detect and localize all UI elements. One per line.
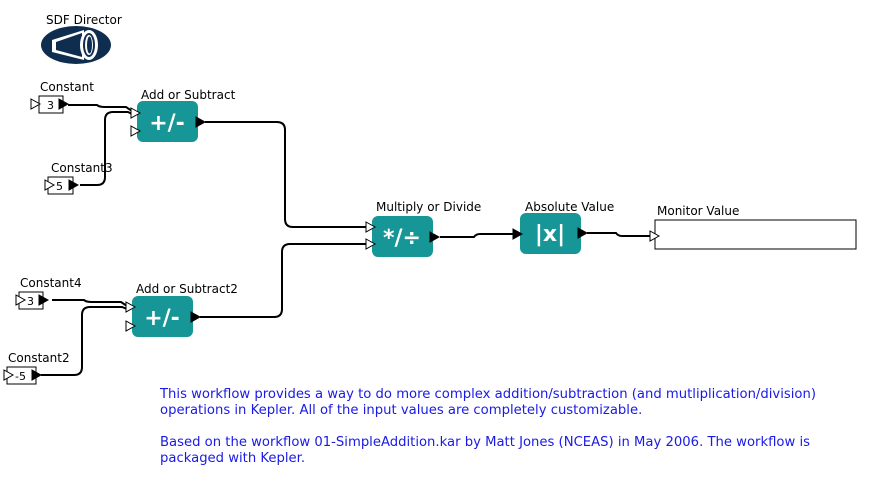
- plus-minus-icon: +/-: [149, 111, 185, 136]
- wire-multiply-to-absolute: [440, 233, 514, 238]
- add-or-subtract2-label: Add or Subtract2: [136, 282, 238, 296]
- add-or-subtract2-actor[interactable]: Add or Subtract2 +/-: [125, 282, 238, 337]
- wire-add2-to-multiply: [200, 243, 366, 318]
- constant2-value: -5: [15, 370, 26, 383]
- multiply-or-divide-label: Multiply or Divide: [376, 200, 481, 214]
- constant3-value: 5: [56, 180, 63, 193]
- absolute-value-label: Absolute Value: [525, 200, 614, 214]
- workflow-description[interactable]: This workflow provides a way to do more …: [160, 387, 860, 483]
- director-horn-icon: [41, 26, 111, 64]
- sdf-director[interactable]: SDF Director: [41, 13, 122, 64]
- constant-label: Constant: [40, 80, 94, 94]
- constant3-label: Constant3: [51, 161, 113, 175]
- add-or-subtract-actor[interactable]: Add or Subtract +/-: [130, 88, 236, 142]
- director-label: SDF Director: [46, 13, 122, 27]
- monitor-value-display: [654, 219, 857, 250]
- multiply-divide-icon: */÷: [383, 226, 421, 251]
- constant4-label: Constant4: [20, 276, 82, 290]
- constant2-actor[interactable]: Constant2 -5: [3, 351, 70, 385]
- wire-constant3-to-add: [80, 111, 133, 186]
- add2-output-port[interactable]: [190, 311, 201, 323]
- absolute-output-port[interactable]: [577, 227, 588, 239]
- wire-constant2-to-add2: [41, 306, 128, 376]
- description-paragraph-2: Based on the workflow 01-SimpleAddition.…: [160, 435, 810, 466]
- wire-constant4-to-add2: [52, 299, 128, 307]
- wire-absolute-to-monitor: [587, 232, 650, 237]
- constant-actor[interactable]: Constant 3: [30, 80, 94, 114]
- multiply-or-divide-actor[interactable]: Multiply or Divide */÷: [365, 200, 481, 257]
- absolute-value-icon: |x|: [535, 222, 565, 247]
- monitor-value-actor[interactable]: Monitor Value: [649, 204, 857, 250]
- constant-value: 3: [47, 99, 54, 112]
- wire-constant-to-add: [68, 104, 133, 112]
- wire-add-to-multiply: [205, 121, 366, 228]
- add-or-subtract-label: Add or Subtract: [141, 88, 236, 102]
- constant4-value: 3: [27, 295, 34, 308]
- monitor-value-label: Monitor Value: [657, 204, 739, 218]
- constant3-actor[interactable]: Constant3 5: [44, 161, 113, 195]
- constant4-actor[interactable]: Constant4 3: [15, 276, 82, 310]
- constant2-label: Constant2: [8, 351, 70, 365]
- add-output-port[interactable]: [195, 116, 206, 128]
- multiply-output-port[interactable]: [429, 231, 440, 243]
- description-paragraph-1: This workflow provides a way to do more …: [160, 387, 816, 418]
- wires: [41, 104, 650, 376]
- absolute-value-actor[interactable]: Absolute Value |x|: [512, 200, 614, 254]
- plus-minus-icon: +/-: [144, 306, 180, 331]
